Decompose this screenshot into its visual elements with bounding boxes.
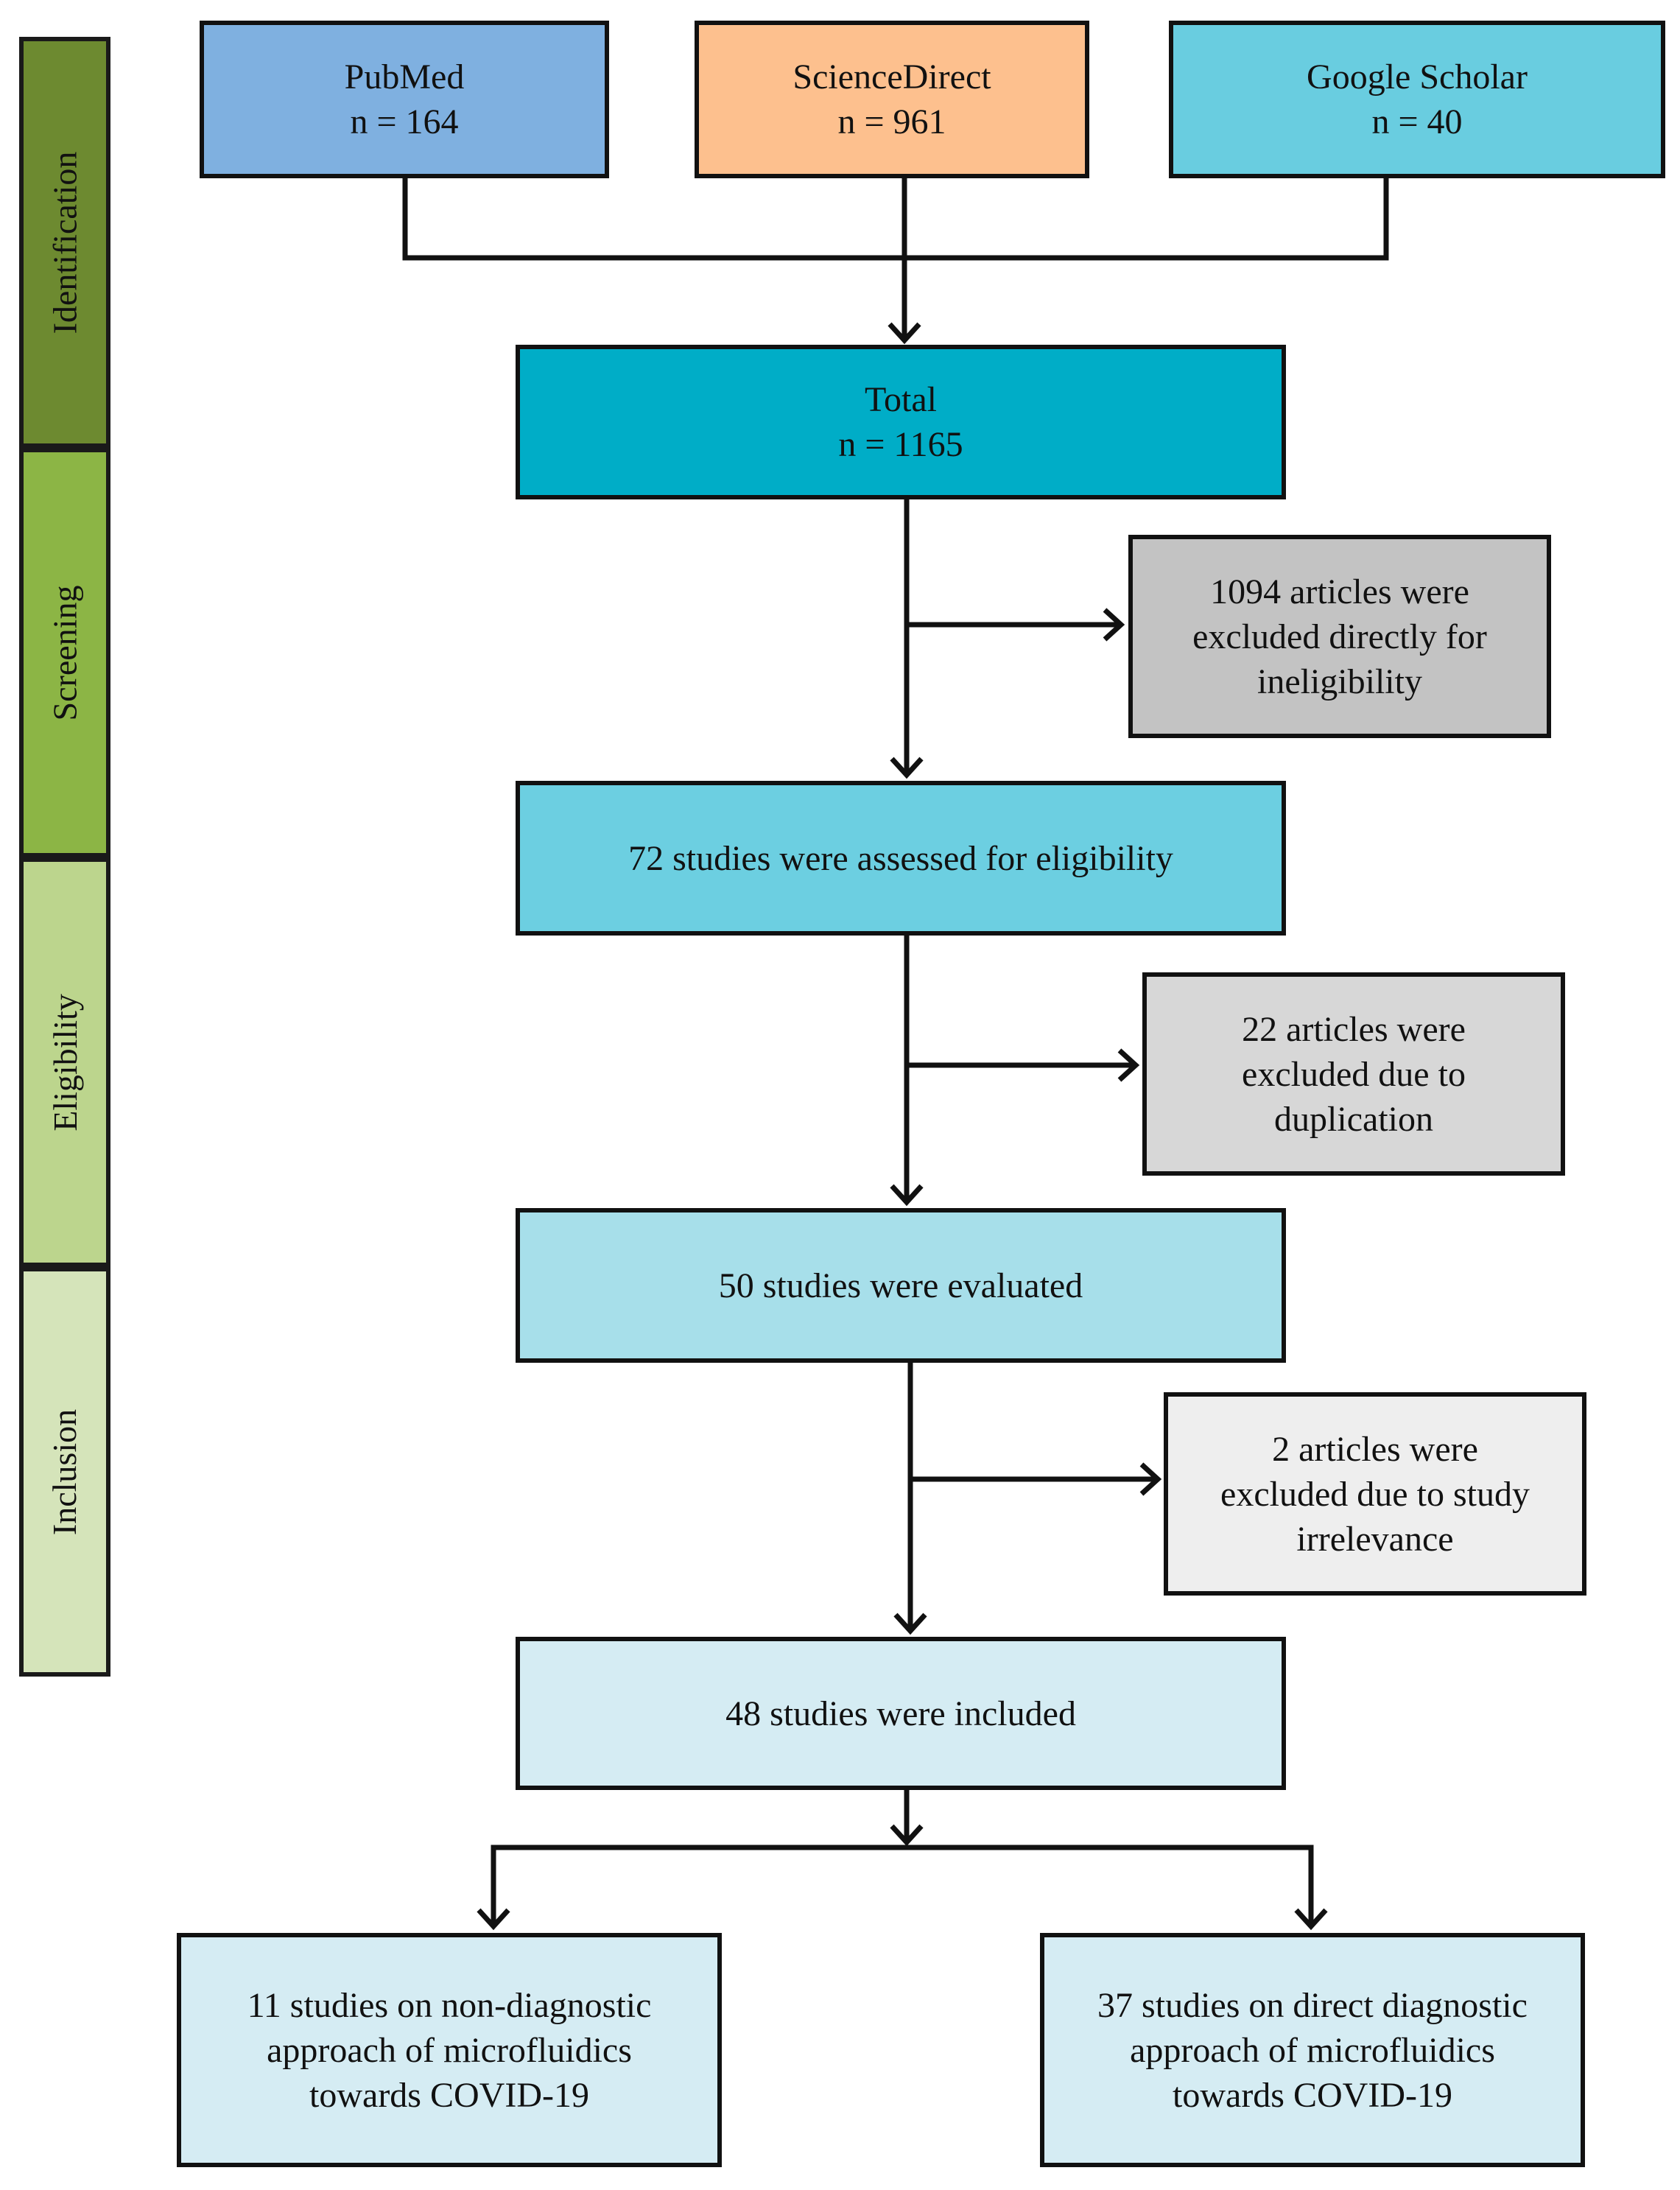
source-name: ScienceDirect: [792, 57, 991, 96]
total-label: Total: [865, 380, 937, 419]
arrowhead: [1294, 1908, 1328, 1931]
arrowhead: [890, 1184, 924, 1207]
stage-label: 72 studies were assessed for eligibility: [628, 838, 1173, 878]
source-count: n = 40: [1371, 102, 1463, 141]
outcome-line: approach of microfluidics: [267, 2030, 632, 2070]
source-google-scholar-box: Google Scholar n = 40: [1169, 21, 1665, 178]
exclusion-line: excluded due to: [1242, 1054, 1466, 1094]
outcome-line: 11 studies on non-diagnostic: [247, 1985, 652, 2025]
total-box: Total n = 1165: [516, 345, 1286, 499]
arrowhead: [890, 757, 924, 779]
exclusion-line: excluded due to study: [1220, 1474, 1530, 1514]
source-name: Google Scholar: [1307, 57, 1528, 96]
assessed-for-eligibility-box: 72 studies were assessed for eligibility: [516, 781, 1286, 936]
arrowhead: [477, 1908, 510, 1931]
phase-identification: Identification: [19, 37, 110, 448]
source-count: n = 164: [350, 102, 459, 141]
exclusion-line: ineligibility: [1257, 661, 1422, 701]
included-box: 48 studies were included: [516, 1637, 1286, 1790]
outcome-line: towards COVID-19: [1173, 2075, 1452, 2115]
exclusion-line: excluded directly for: [1192, 617, 1487, 656]
split-line: [491, 1845, 1314, 1924]
stage-label: 50 studies were evaluated: [718, 1266, 1083, 1305]
outcome-line: towards COVID-19: [309, 2075, 589, 2115]
exclusion-line: 22 articles were: [1242, 1009, 1466, 1049]
direct-diagnostic-studies-box: 37 studies on direct diagnostic approach…: [1040, 1933, 1585, 2167]
phase-inclusion: Inclusion: [19, 1267, 110, 1677]
outcome-line: 37 studies on direct diagnostic: [1097, 1985, 1528, 2025]
exclusion-irrelevance-box: 2 articles were excluded due to study ir…: [1164, 1392, 1586, 1596]
non-diagnostic-studies-box: 11 studies on non-diagnostic approach of…: [177, 1933, 722, 2167]
phase-screening: Screening: [19, 448, 110, 857]
arrowhead: [890, 1824, 924, 1847]
arrowhead: [1117, 1048, 1140, 1082]
source-count: n = 961: [837, 102, 946, 141]
source-sciencedirect-box: ScienceDirect n = 961: [695, 21, 1089, 178]
exclusion-ineligibility-box: 1094 articles were excluded directly for…: [1128, 535, 1551, 738]
stage-label: 48 studies were included: [725, 1694, 1076, 1733]
source-pubmed-box: PubMed n = 164: [200, 21, 609, 178]
exclusion-line: 1094 articles were: [1210, 572, 1469, 611]
arrowhead: [893, 1612, 927, 1635]
exclusion-line: duplication: [1274, 1099, 1433, 1139]
exclusion-line: 2 articles were: [1272, 1429, 1478, 1469]
arrowhead: [1103, 608, 1125, 642]
evaluated-box: 50 studies were evaluated: [516, 1208, 1286, 1363]
outcome-line: approach of microfluidics: [1130, 2030, 1495, 2070]
total-count: n = 1165: [838, 425, 963, 464]
source-name: PubMed: [344, 57, 465, 96]
merge-line: [402, 175, 1389, 261]
exclusion-line: irrelevance: [1296, 1519, 1454, 1559]
phase-eligibility: Eligibility: [19, 857, 110, 1267]
arrowhead: [1139, 1462, 1162, 1496]
exclusion-duplication-box: 22 articles were excluded due to duplica…: [1142, 972, 1565, 1176]
arrowhead: [888, 322, 921, 345]
